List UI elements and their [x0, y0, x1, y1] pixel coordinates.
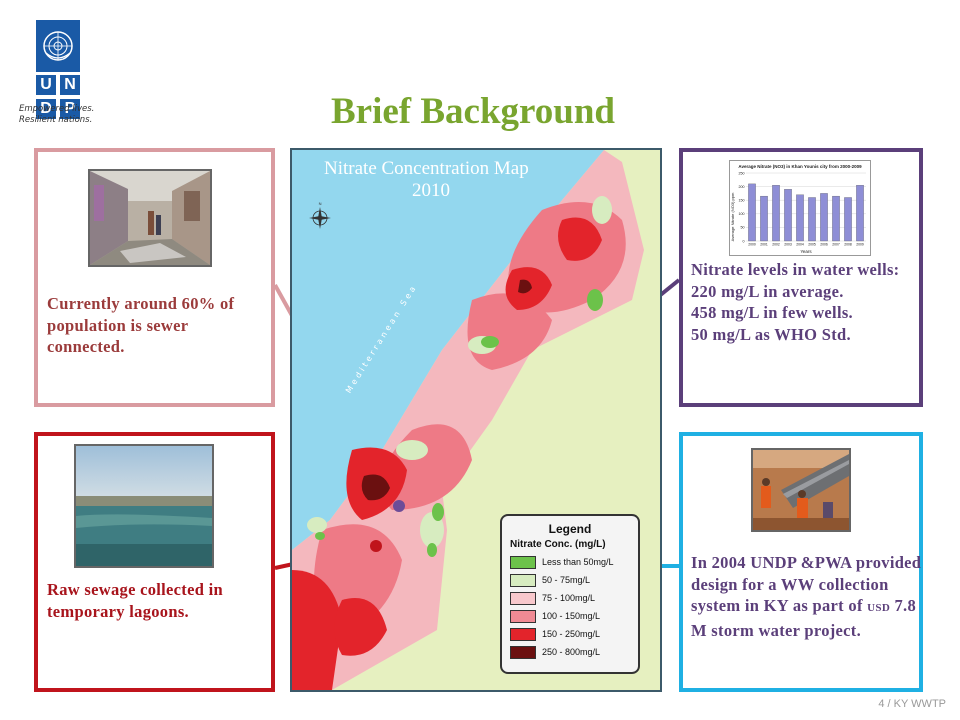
- chart-bar: [760, 195, 768, 242]
- logo-letter-u: U: [36, 75, 56, 95]
- map-title: Nitrate Concentration Map: [324, 158, 529, 179]
- chart-bar: [832, 195, 840, 242]
- legend-item: 250 - 800mg/L: [510, 644, 630, 660]
- chart-xlabel: Years: [800, 249, 812, 254]
- legend-swatch: [510, 555, 536, 569]
- chart-ylabel: Average Nitrate (NO3) ppm: [730, 192, 735, 241]
- nitrate-levels-panel: Average Nitrate (NO3) in Khan Younis cit…: [679, 148, 923, 407]
- logo-letter-p: P: [60, 99, 80, 119]
- legend-swatch: [510, 609, 536, 623]
- slide-title: Brief Background: [330, 91, 616, 132]
- chart-xtick-label: 2009: [856, 243, 864, 247]
- legend-label: 50 - 75mg/L: [542, 575, 591, 585]
- legend-label: Less than 50mg/L: [542, 557, 614, 567]
- tagline-line-2: Resilient nations.: [19, 115, 93, 125]
- legend-item: 100 - 150mg/L: [510, 608, 630, 624]
- nitrate-chart-svg: Average Nitrate (NO3) in Khan Younis cit…: [730, 164, 866, 254]
- legend-swatch: [510, 591, 536, 605]
- chart-title: Average Nitrate (NO3) in Khan Younis cit…: [738, 164, 862, 169]
- logo-letter-n: N: [60, 75, 80, 95]
- sewer-text: Currently around 60% of population is se…: [47, 294, 235, 356]
- legend-item: 50 - 75mg/L: [510, 572, 630, 588]
- levels-line-2: 220 mg/L in average.: [691, 281, 844, 301]
- un-emblem-icon: [36, 20, 80, 72]
- chart-xtick-label: 2006: [820, 243, 828, 247]
- lagoon-marker: [370, 540, 382, 552]
- levels-line-3: 458 mg/L in few wells.: [691, 303, 853, 322]
- legend-item: 75 - 100mg/L: [510, 590, 630, 606]
- chart-xtick-label: 2002: [772, 243, 780, 247]
- levels-line-4: 50 mg/L as WHO Std.: [691, 324, 851, 344]
- chart-bar: [820, 193, 828, 242]
- legend-swatch: [510, 645, 536, 659]
- map-legend: Legend Nitrate Conc. (mg/L) Less than 50…: [500, 514, 640, 674]
- chart-xtick-label: 2001: [760, 243, 768, 247]
- chart-bar: [784, 189, 792, 242]
- chart-bar: [856, 185, 864, 242]
- compass-icon: N: [309, 201, 331, 229]
- pipe-photo: [751, 448, 851, 532]
- street-photo: [88, 169, 212, 267]
- pipe-text-usd: USD: [867, 602, 891, 614]
- tagline-line-1: Empowered lives.: [19, 104, 95, 114]
- pipe-text-before: In 2004 UNDP &PWA provided design for a …: [691, 553, 922, 615]
- map-year: 2010: [412, 180, 450, 201]
- legend-label: 100 - 150mg/L: [542, 611, 601, 621]
- levels-line-1: Nitrate levels in water wells:: [691, 260, 900, 279]
- logo-tagline: Empowered lives. Resilient nations.: [19, 104, 94, 126]
- svg-text:N: N: [319, 201, 322, 206]
- chart-xtick-label: 2007: [832, 243, 840, 247]
- pipe-project-panel: In 2004 UNDP &PWA provided design for a …: [679, 432, 923, 692]
- chart-ytick-label: 150: [739, 199, 745, 203]
- chart-bar: [808, 197, 816, 242]
- legend-label: 250 - 800mg/L: [542, 647, 601, 657]
- legend-swatch: [510, 573, 536, 587]
- legend-label: 75 - 100mg/L: [542, 593, 596, 603]
- page-footer: 4 / KY WWTP: [878, 698, 946, 710]
- chart-xtick-label: 2003: [784, 243, 792, 247]
- legend-swatch: [510, 627, 536, 641]
- wells-marker: [393, 500, 405, 512]
- legend-item: Less than 50mg/L: [510, 554, 630, 570]
- chart-ytick-label: 200: [739, 185, 745, 189]
- lagoon-text: Raw sewage collected in temporary lagoon…: [47, 580, 223, 621]
- chart-xtick-label: 2005: [808, 243, 816, 247]
- map-drawing: N: [292, 150, 644, 690]
- chart-ytick-label: 100: [739, 212, 745, 216]
- sewer-panel: Currently around 60% of population is se…: [34, 148, 275, 407]
- chart-bar: [772, 185, 780, 242]
- logo-letter-d: D: [36, 99, 56, 119]
- lagoon-photo: [74, 444, 214, 568]
- pipe-project-text: In 2004 UNDP &PWA provided design for a …: [691, 552, 923, 641]
- nitrate-bar-chart: Average Nitrate (NO3) in Khan Younis cit…: [729, 160, 871, 256]
- nitrate-map: N Nitrate Concentration Map 2010 Mediter…: [290, 148, 662, 692]
- chart-ytick-label: 250: [739, 171, 745, 175]
- chart-xtick-label: 2008: [844, 243, 852, 247]
- lagoon-panel: Raw sewage collected in temporary lagoon…: [34, 432, 275, 692]
- chart-ytick-label: 0: [743, 239, 745, 243]
- nitrate-levels-text: Nitrate levels in water wells: 220 mg/L …: [691, 259, 919, 345]
- undp-logo: U N D P: [36, 20, 80, 119]
- legend-item: 150 - 250mg/L: [510, 626, 630, 642]
- chart-bar: [748, 183, 756, 242]
- chart-bar: [844, 197, 852, 242]
- chart-bar: [796, 194, 804, 242]
- chart-xtick-label: 2004: [796, 243, 804, 247]
- legend-subtitle: Nitrate Conc. (mg/L): [510, 539, 606, 550]
- legend-label: 150 - 250mg/L: [542, 629, 601, 639]
- chart-xtick-label: 2000: [748, 243, 756, 247]
- pipe-text-after: 7.8 M storm water project.: [691, 596, 917, 640]
- chart-ytick-label: 50: [741, 226, 745, 230]
- legend-title: Legend: [548, 522, 592, 536]
